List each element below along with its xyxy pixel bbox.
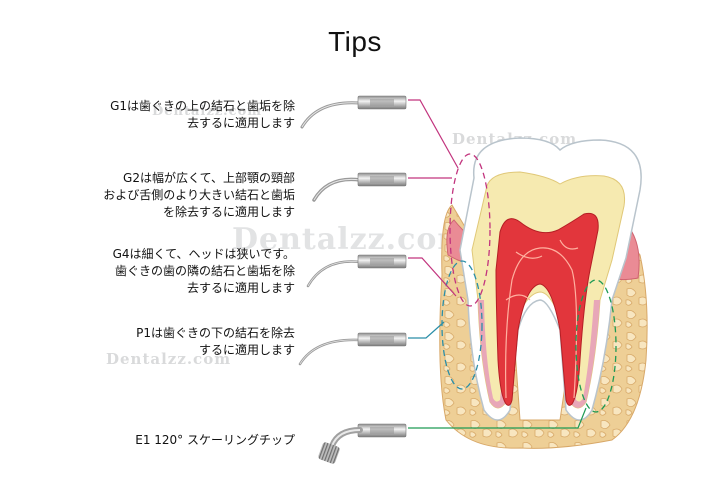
g1-connector-line (408, 100, 458, 168)
tip-g2-needle (314, 179, 360, 200)
tip-g4-image (308, 255, 406, 286)
tip-g1-needle (302, 103, 360, 127)
tip-p1-needle (300, 340, 360, 364)
tip-g1-image (302, 96, 406, 127)
p1-connector-line (408, 322, 444, 338)
tip-g4-needle (308, 262, 360, 287)
tip-e1-grip (317, 441, 340, 464)
tooth-illustration (440, 138, 647, 448)
tip-g2-image (314, 173, 406, 200)
tip-e1-image (317, 424, 406, 465)
tip-p1-image (300, 333, 406, 364)
